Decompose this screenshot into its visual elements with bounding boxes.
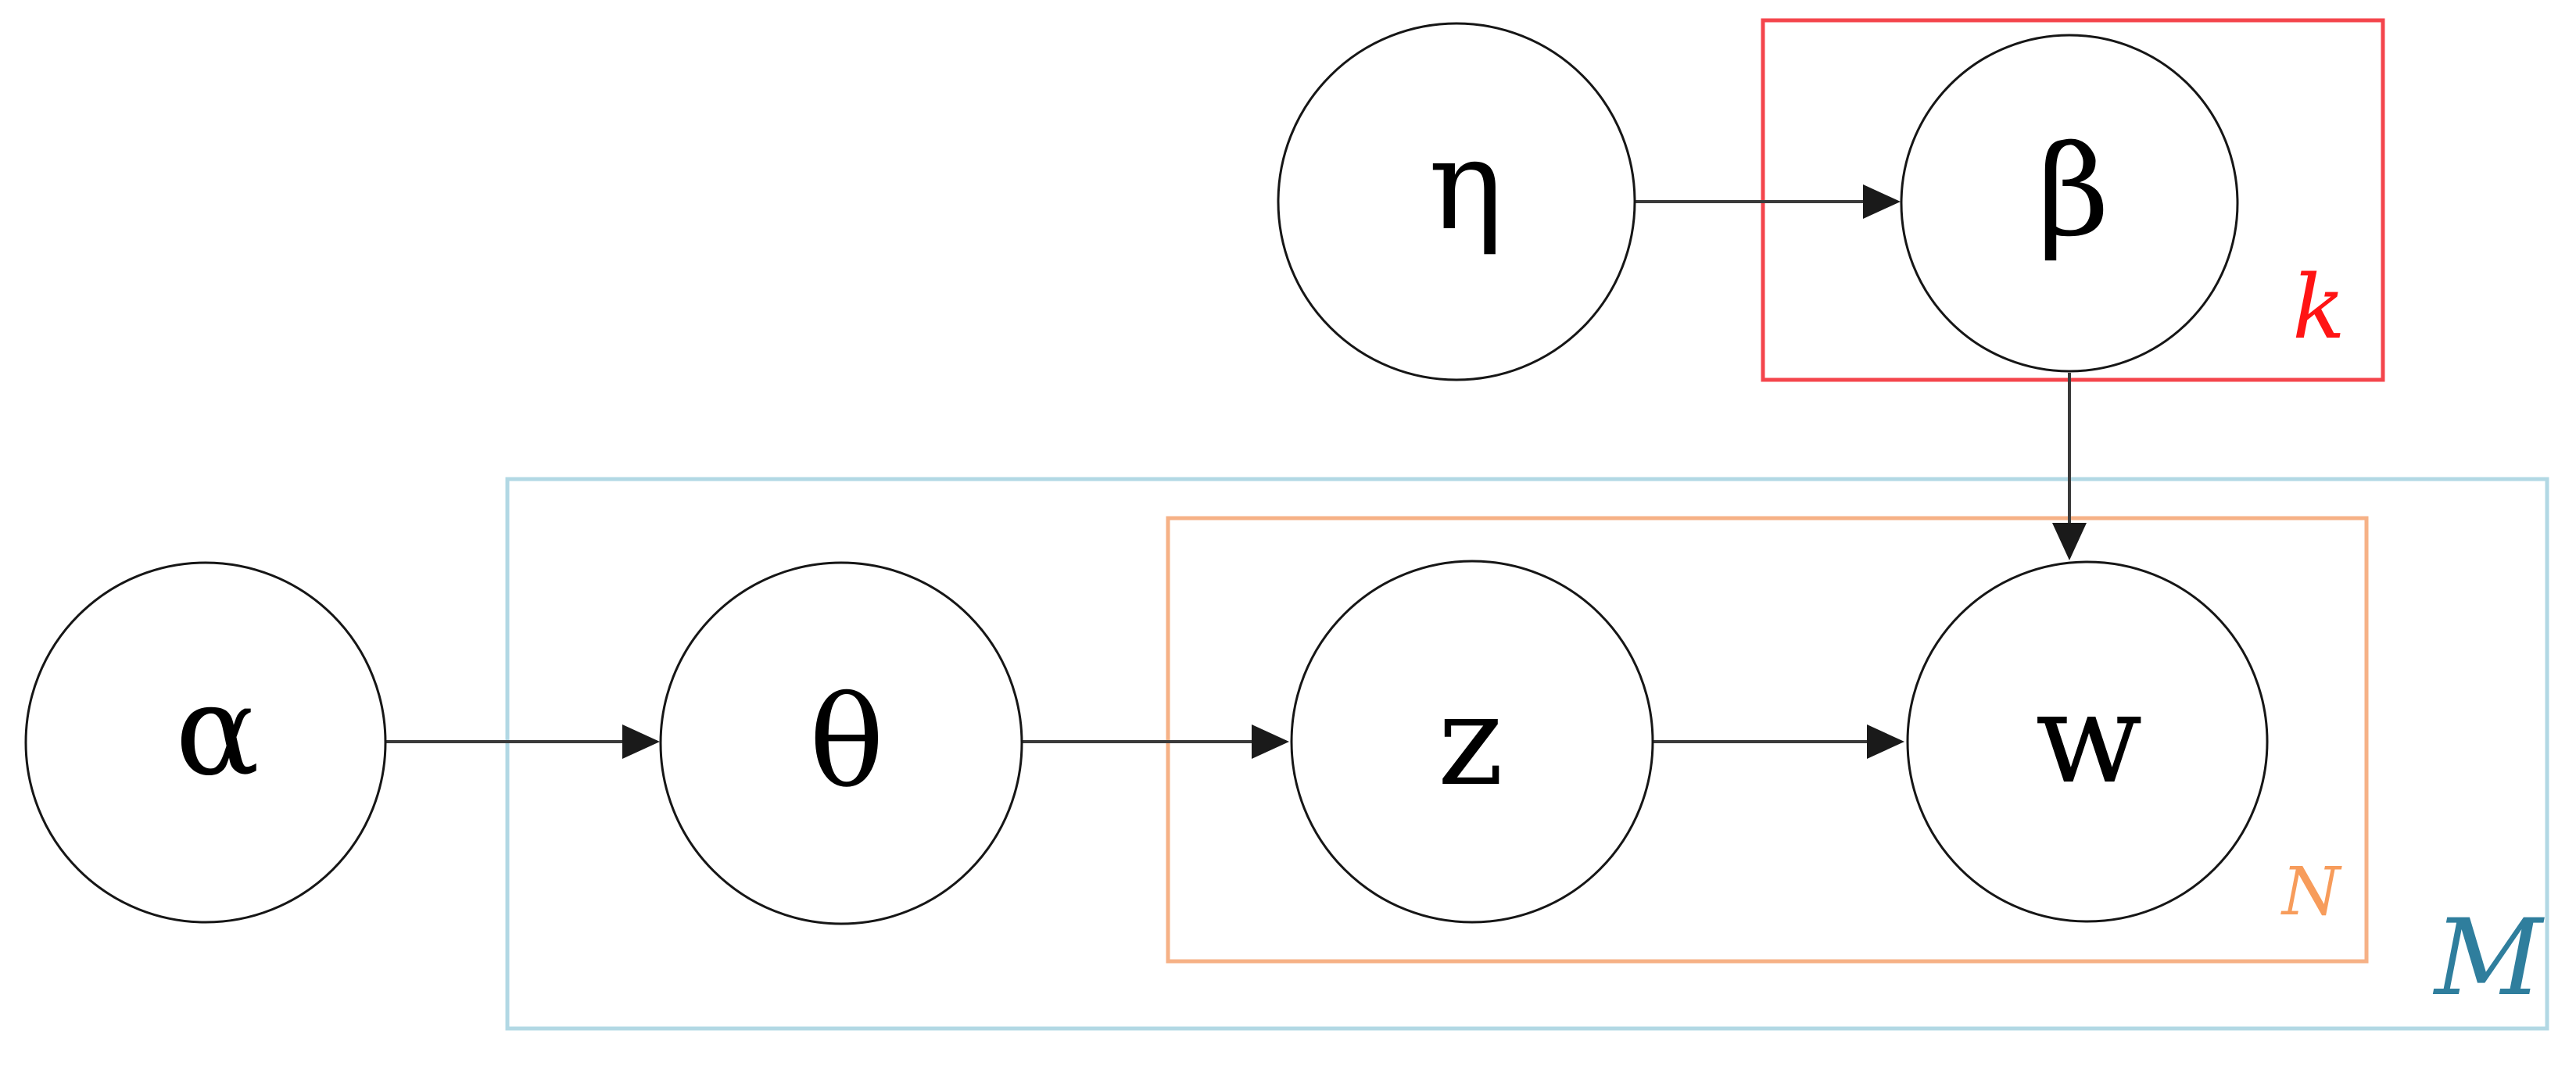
node-z-circle — [1290, 560, 1654, 924]
node-theta-circle — [659, 561, 1023, 925]
node-eta-circle — [1277, 22, 1636, 381]
node-theta-label: θ — [809, 669, 884, 815]
node-alpha-label: α — [175, 657, 260, 803]
node-w-circle — [1906, 560, 2269, 923]
node-beta-label: β — [2037, 118, 2110, 264]
plate-N-label: N — [2280, 853, 2342, 931]
node-eta-label: η — [1428, 112, 1503, 258]
node-w-label: w — [2036, 665, 2143, 811]
plate-M-label: M — [2432, 896, 2545, 1019]
node-beta-circle — [1900, 34, 2239, 373]
node-z-label: z — [1438, 667, 1503, 814]
node-alpha-circle — [24, 561, 387, 924]
plate-N-border — [1166, 516, 2369, 964]
plate-M-border — [505, 477, 2549, 1031]
plate-k-label: k — [2292, 257, 2345, 359]
